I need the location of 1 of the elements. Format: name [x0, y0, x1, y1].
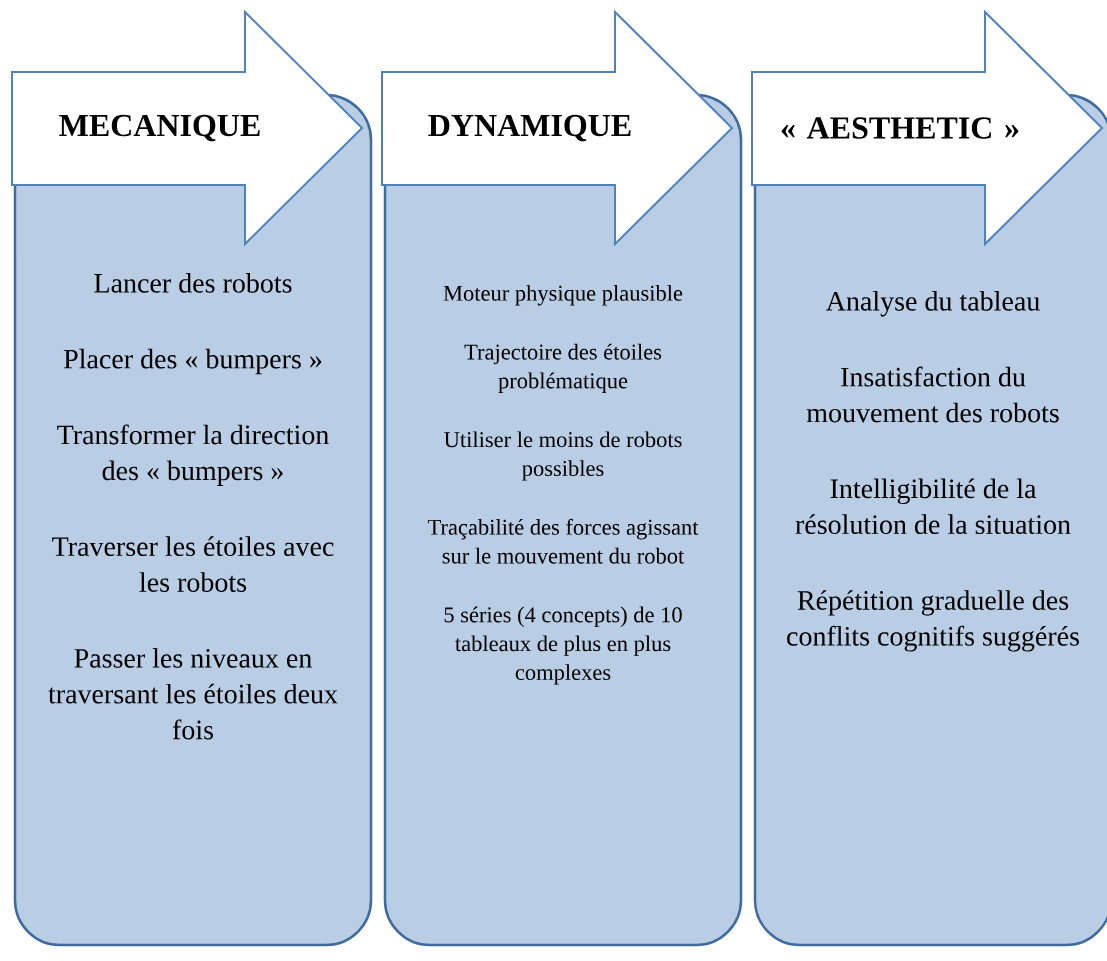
node-label: « AESTHETIC »	[781, 117, 1019, 139]
